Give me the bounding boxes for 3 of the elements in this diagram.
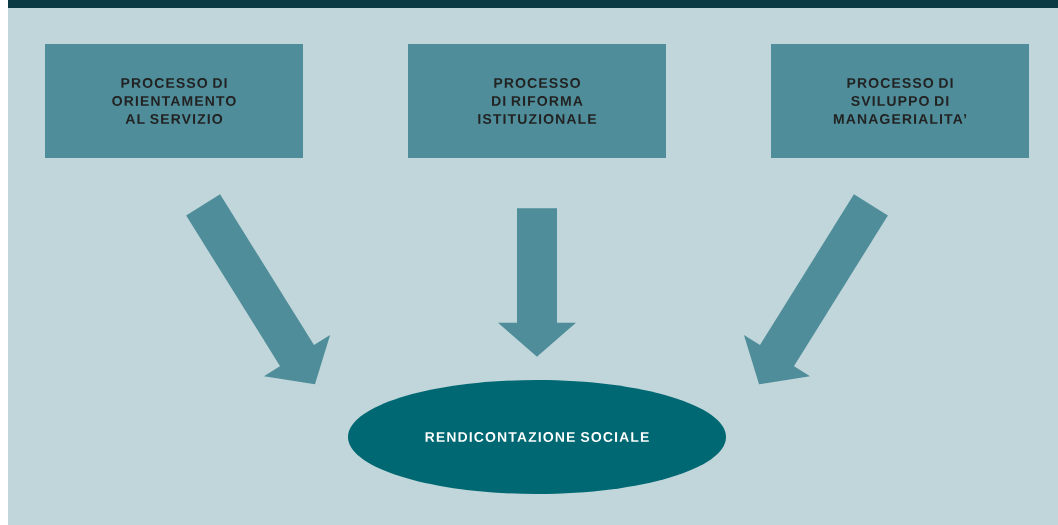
process-box: PROCESSO DI SVILUPPO DI MANAGERIALITA’ bbox=[771, 44, 1029, 158]
process-box: PROCESSO DI ORIENTAMENTO AL SERVIZIO bbox=[45, 44, 303, 158]
process-box: PROCESSO DI RIFORMA ISTITUZIONALE bbox=[408, 44, 666, 158]
